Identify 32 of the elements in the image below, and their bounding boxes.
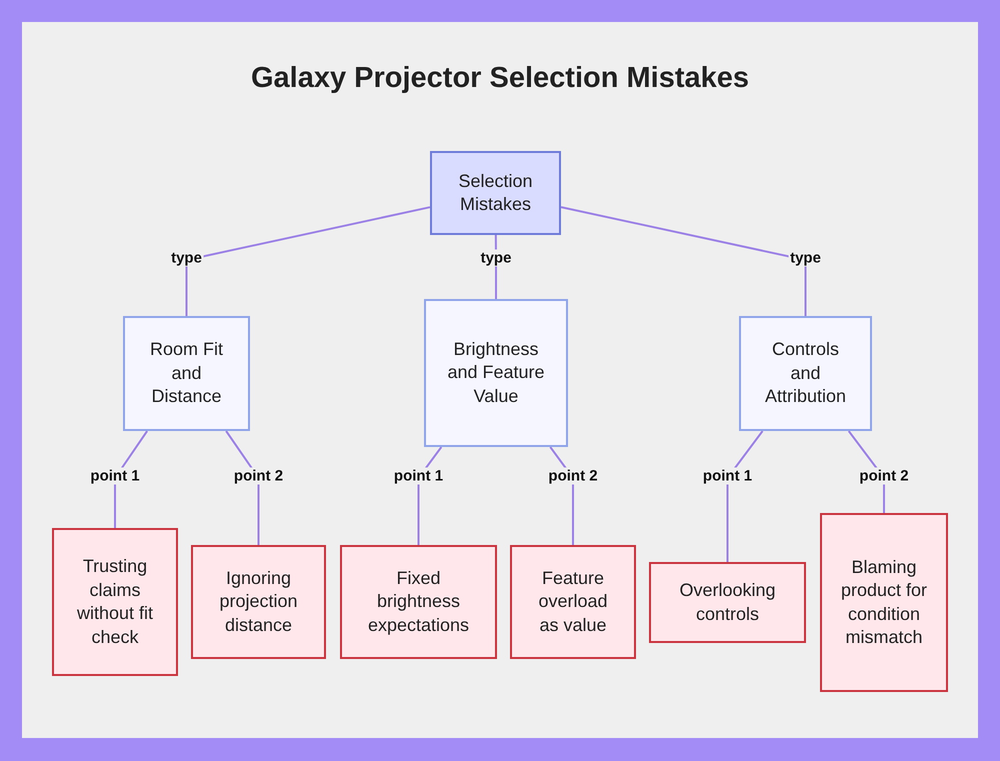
connector-line <box>560 206 806 316</box>
category-box <box>123 316 250 431</box>
mistake-box <box>649 562 806 643</box>
node-text: Trusting claims without fit check <box>76 555 154 648</box>
mistake-box <box>340 545 497 659</box>
edge-label: point 2 <box>546 468 600 484</box>
edge-label: point 1 <box>88 468 142 484</box>
edge-label: type <box>478 250 514 266</box>
diagram-title: Galaxy Projector Selection Mistakes <box>250 62 750 95</box>
node-text: Brightness and Feature Value <box>446 338 546 408</box>
edge-label: point 2 <box>857 468 911 484</box>
mistake-box <box>52 528 178 676</box>
node-text: Overlooking controls <box>678 579 777 626</box>
connector-line <box>186 206 430 316</box>
edge-label: point 2 <box>232 468 286 484</box>
node-text: Room Fit and Distance <box>148 338 224 408</box>
mistake-box <box>510 545 636 659</box>
node-text: Blaming product for condition mismatch <box>840 556 928 649</box>
node-text: Selection Mistakes <box>457 170 534 216</box>
node-text: Controls and Attribution <box>764 338 848 408</box>
category-box <box>739 316 872 431</box>
edge-label: point 1 <box>392 468 446 484</box>
node-text: Ignoring projection distance <box>218 566 299 637</box>
edge-label: type <box>788 250 823 266</box>
edge-label: point 1 <box>700 468 754 484</box>
root-box <box>430 151 561 235</box>
node-text: Fixed brightness expectations <box>366 566 470 637</box>
node-text: Feature overload as value <box>537 566 609 637</box>
category-box <box>424 299 568 447</box>
mistake-box <box>820 513 948 692</box>
edge-label: type <box>169 250 204 266</box>
mistake-box <box>191 545 326 659</box>
